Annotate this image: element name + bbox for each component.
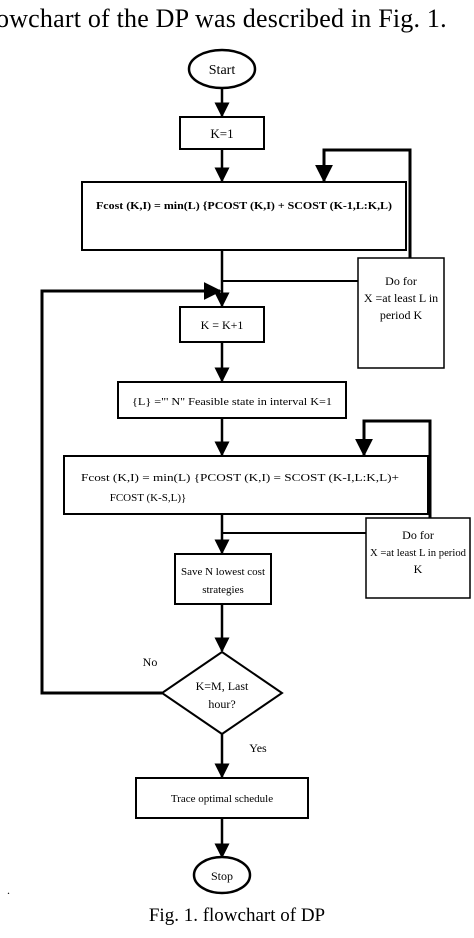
loop-second-line-3: K — [414, 562, 423, 576]
trace-label: Trace optimal schedule — [171, 793, 273, 805]
yes-label: Yes — [249, 741, 267, 755]
decision-node — [160, 650, 284, 736]
decision-line-1: K=M, Last — [196, 679, 249, 693]
save-line-1: Save N lowest cost — [181, 566, 265, 578]
feasible-box — [117, 381, 347, 419]
loop-first-line-1: Do for — [385, 274, 417, 288]
decision-line-2: hour? — [208, 697, 235, 711]
no-path — [40, 282, 222, 695]
stop-label: Stop — [211, 869, 233, 883]
increment-label: K = K+1 — [201, 318, 244, 332]
fcost-second-line-2: FCOST (K-S,L)} — [110, 492, 187, 504]
fcost-second-box — [63, 455, 429, 515]
init-label: K=1 — [210, 126, 233, 141]
loop-second-line-2: X =at least L in period — [370, 547, 466, 559]
no-label: No — [143, 655, 158, 669]
corner-mark: . — [7, 883, 10, 897]
loop-second-line-1: Do for — [402, 528, 434, 542]
feasible-label: {L} ="' N" Feasible state in interval K=… — [132, 397, 332, 408]
fcost-second-line-1: Fcost (K,I) = min(L) {PCOST (K,I) = SCOS… — [81, 472, 399, 484]
save-line-2: strategies — [202, 584, 244, 596]
loop-first-line-3: period K — [380, 308, 423, 322]
header-text: owchart of the DP was described in Fig. … — [0, 4, 447, 33]
loop-first-box — [357, 257, 445, 369]
loop-first-line-2: X =at least L in — [364, 291, 438, 305]
stop-node — [192, 855, 252, 895]
loop-first-return — [315, 148, 412, 260]
start-label: Start — [209, 63, 236, 78]
fcost-first-box — [81, 181, 407, 251]
loop-second-return — [355, 419, 432, 519]
save-box — [174, 553, 272, 605]
loop-second-box — [365, 517, 471, 599]
fcost-first-label: Fcost (K,I) = min(L) {PCOST (K,I) + SCOS… — [96, 200, 392, 212]
increment-box — [179, 306, 265, 343]
figure-caption: Fig. 1. flowchart of DP — [148, 905, 326, 926]
